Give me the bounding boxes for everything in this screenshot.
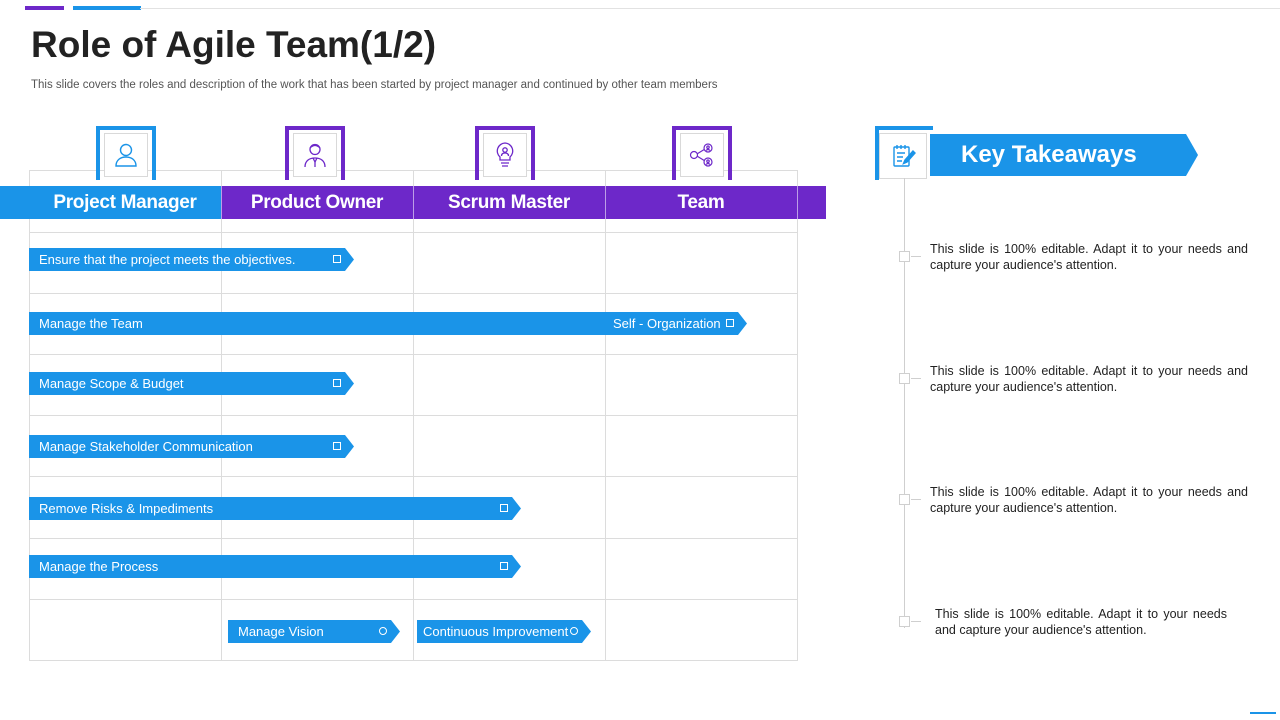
arrow-right-icon (911, 378, 921, 379)
task-arrow: Remove Risks & Impediments (29, 497, 521, 520)
task-label: Continuous Improvement (423, 624, 569, 639)
lightbulb-person-icon (483, 133, 527, 177)
businessman-icon (293, 133, 337, 177)
circle-marker-icon (570, 627, 578, 635)
header-band-project-manager (29, 186, 221, 219)
timeline-node (899, 616, 910, 627)
header-separator (797, 186, 798, 219)
task-label: Ensure that the project meets the object… (39, 252, 296, 267)
task-arrow: Ensure that the project meets the object… (29, 248, 354, 271)
column-header-scrum-master: Scrum Master (447, 191, 571, 213)
column-header-product-owner: Product Owner (250, 191, 384, 213)
header-band-team (605, 186, 826, 219)
circle-marker-icon (379, 627, 387, 635)
square-marker-icon (333, 255, 341, 263)
icon-frame-team (672, 126, 732, 180)
notepad-pen-icon (879, 133, 927, 179)
grid-line (29, 293, 798, 294)
task-label: Remove Risks & Impediments (39, 501, 214, 516)
page-subtitle: This slide covers the roles and descript… (31, 79, 718, 91)
square-marker-icon (500, 562, 508, 570)
grid-line (29, 354, 798, 355)
page-title: Role of Agile Team(1/2) (31, 24, 437, 65)
icon-frame-product-owner (285, 126, 345, 180)
task-label: Manage the Team (39, 316, 143, 331)
square-marker-icon (333, 442, 341, 450)
task-arrow: Manage the Team Self - Organization (29, 312, 747, 335)
takeaway-text: This slide is 100% editable. Adapt it to… (930, 485, 1248, 515)
header-band-lead (0, 186, 29, 219)
task-arrow: Manage Vision (228, 620, 400, 643)
square-marker-icon (333, 379, 341, 387)
task-arrow: Manage the Process (29, 555, 521, 578)
task-arrow: Continuous Improvement (417, 620, 591, 643)
square-marker-icon (500, 504, 508, 512)
icon-frame-scrum-master (475, 126, 535, 180)
corner-accent (1250, 712, 1276, 714)
square-marker-icon (726, 319, 734, 327)
team-network-icon (680, 133, 724, 177)
arrow-right-icon (911, 256, 921, 257)
takeaways-icon-frame (875, 126, 933, 180)
takeaway-text: This slide is 100% editable. Adapt it to… (930, 242, 1248, 272)
task-end-label: Self - Organization (613, 316, 721, 331)
user-icon (104, 133, 148, 177)
header-separator (221, 186, 222, 219)
timeline-node (899, 494, 910, 505)
timeline-node (899, 373, 910, 384)
timeline-line (904, 178, 905, 628)
takeaway-text: This slide is 100% editable. Adapt it to… (935, 607, 1227, 637)
timeline-node (899, 251, 910, 262)
accent-bar-blue (73, 6, 141, 10)
column-header-team: Team (677, 191, 725, 213)
grid-line (29, 232, 798, 233)
grid-line (29, 415, 798, 416)
grid-line (29, 170, 798, 171)
task-label: Manage Scope & Budget (39, 376, 184, 391)
top-divider (140, 8, 1280, 9)
header-separator (413, 186, 414, 219)
task-arrow: Manage Stakeholder Communication (29, 435, 354, 458)
takeaways-title: Key Takeaways (930, 134, 1198, 176)
accent-bar-purple (25, 6, 64, 10)
task-label: Manage the Process (39, 559, 159, 574)
arrow-right-icon (911, 499, 921, 500)
header-band-product-owner (221, 186, 413, 219)
task-label: Manage Vision (238, 624, 324, 639)
grid-line (29, 660, 798, 661)
task-arrow: Manage Scope & Budget (29, 372, 354, 395)
header-separator (605, 186, 606, 219)
arrow-right-icon (911, 621, 921, 622)
header-band-scrum-master (413, 186, 605, 219)
grid-line (29, 476, 798, 477)
task-label: Manage Stakeholder Communication (39, 439, 253, 454)
column-header-project-manager: Project Manager (53, 191, 197, 213)
takeaway-text: This slide is 100% editable. Adapt it to… (930, 364, 1248, 394)
grid-line (29, 599, 798, 600)
icon-frame-project-manager (96, 126, 156, 180)
grid-line (29, 538, 798, 539)
